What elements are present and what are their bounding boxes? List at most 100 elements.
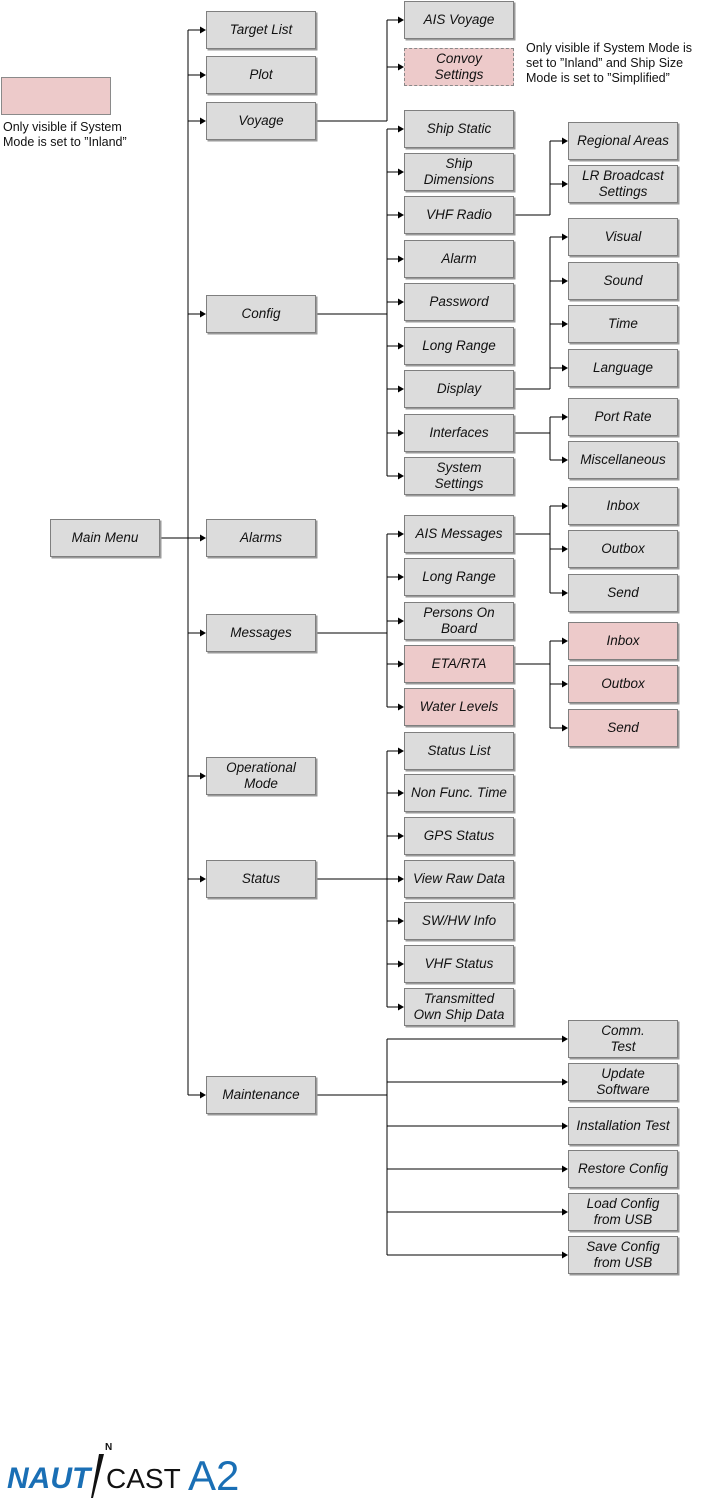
menu-node-sound[interactable]: Sound bbox=[568, 262, 678, 300]
menu-node-gps-status[interactable]: GPS Status bbox=[404, 817, 514, 855]
logo-compass-letter: N bbox=[105, 1442, 112, 1453]
menu-node-restore-config[interactable]: Restore Config bbox=[568, 1150, 678, 1188]
menu-node-persons-on-board[interactable]: Persons On Board bbox=[404, 602, 514, 640]
display-branch-arrow bbox=[562, 364, 568, 372]
menu-node-display[interactable]: Display bbox=[404, 370, 514, 408]
convoy-visibility-note: Only visible if System Mode is set to ”I… bbox=[526, 41, 693, 85]
menu-node-ais-outbox[interactable]: Outbox bbox=[568, 530, 678, 568]
menu-node-messages-long-range[interactable]: Long Range bbox=[404, 558, 514, 596]
menu-node-main-menu[interactable]: Main Menu bbox=[50, 519, 160, 557]
vhf-branch-arrow bbox=[562, 180, 568, 188]
display-branch-arrow bbox=[562, 233, 568, 241]
maintenance-branch-arrow bbox=[562, 1122, 568, 1130]
logo-compass-needle bbox=[91, 1454, 104, 1498]
config-branch-arrow bbox=[398, 168, 404, 176]
config-branch-arrow bbox=[398, 429, 404, 437]
menu-node-alarm[interactable]: Alarm bbox=[404, 240, 514, 278]
menu-node-transmitted-own-ship-data[interactable]: Transmitted Own Ship Data bbox=[404, 988, 514, 1026]
logo-naut-text: NAUT bbox=[7, 1462, 93, 1495]
menu-node-operational-mode[interactable]: Operational Mode bbox=[206, 757, 316, 795]
menu-node-eta-outbox[interactable]: Outbox bbox=[568, 665, 678, 703]
maintenance-branch-arrow bbox=[562, 1208, 568, 1216]
eta-branch-arrow bbox=[562, 680, 568, 688]
menu-node-password[interactable]: Password bbox=[404, 283, 514, 321]
messages-branch-arrow bbox=[398, 530, 404, 538]
menu-node-ais-messages[interactable]: AIS Messages bbox=[404, 515, 514, 553]
ais-messages-branch-arrow bbox=[562, 545, 568, 553]
maintenance-branch-arrow bbox=[562, 1165, 568, 1173]
eta-branch-arrow bbox=[562, 637, 568, 645]
menu-node-installation-test[interactable]: Installation Test bbox=[568, 1107, 678, 1145]
config-branch-arrow bbox=[398, 125, 404, 133]
main-branch-arrow bbox=[200, 310, 206, 318]
menu-node-comm-test[interactable]: Comm. Test bbox=[568, 1020, 678, 1058]
menu-node-ship-dimensions[interactable]: Ship Dimensions bbox=[404, 153, 514, 191]
menu-node-update-software[interactable]: Update Software bbox=[568, 1063, 678, 1101]
status-branch-arrow bbox=[398, 917, 404, 925]
menu-node-status[interactable]: Status bbox=[206, 860, 316, 898]
menu-node-vhf-radio[interactable]: VHF Radio bbox=[404, 196, 514, 234]
menu-node-target-list[interactable]: Target List bbox=[206, 11, 316, 49]
voyage-branch-arrow bbox=[398, 63, 404, 71]
voyage-branch-arrow bbox=[398, 16, 404, 24]
config-branch-arrow bbox=[398, 255, 404, 263]
menu-node-language[interactable]: Language bbox=[568, 349, 678, 387]
menu-node-eta-send[interactable]: Send bbox=[568, 709, 678, 747]
menu-node-config-long-range[interactable]: Long Range bbox=[404, 327, 514, 365]
menu-node-config[interactable]: Config bbox=[206, 295, 316, 333]
main-branch-arrow bbox=[200, 875, 206, 883]
interfaces-branch-arrow bbox=[562, 456, 568, 464]
menu-node-load-config-usb[interactable]: Load Config from USB bbox=[568, 1193, 678, 1231]
ais-messages-branch-arrow bbox=[562, 589, 568, 597]
main-branch-arrow bbox=[200, 26, 206, 34]
menu-node-ais-inbox[interactable]: Inbox bbox=[568, 487, 678, 525]
menu-node-maintenance[interactable]: Maintenance bbox=[206, 1076, 316, 1114]
status-branch-arrow bbox=[398, 960, 404, 968]
display-branch-arrow bbox=[562, 277, 568, 285]
config-branch-arrow bbox=[398, 385, 404, 393]
menu-node-status-list[interactable]: Status List bbox=[404, 732, 514, 770]
menu-node-convoy-settings[interactable]: Convoy Settings bbox=[404, 48, 514, 86]
status-branch-arrow bbox=[398, 875, 404, 883]
menu-node-voyage[interactable]: Voyage bbox=[206, 102, 316, 140]
menu-node-save-config-usb[interactable]: Save Config from USB bbox=[568, 1236, 678, 1274]
main-branch-arrow bbox=[200, 71, 206, 79]
vhf-branch-arrow bbox=[562, 137, 568, 145]
menu-node-visual[interactable]: Visual bbox=[568, 218, 678, 256]
config-branch-arrow bbox=[398, 472, 404, 480]
status-branch-arrow bbox=[398, 789, 404, 797]
menu-node-messages[interactable]: Messages bbox=[206, 614, 316, 652]
menu-node-alarms[interactable]: Alarms bbox=[206, 519, 316, 557]
main-branch-arrow bbox=[200, 772, 206, 780]
main-branch-arrow bbox=[200, 629, 206, 637]
messages-branch-arrow bbox=[398, 573, 404, 581]
legend-inland-swatch bbox=[1, 77, 111, 115]
menu-node-eta-inbox[interactable]: Inbox bbox=[568, 622, 678, 660]
menu-node-non-func-time[interactable]: Non Func. Time bbox=[404, 774, 514, 812]
menu-node-view-raw-data[interactable]: View Raw Data bbox=[404, 860, 514, 898]
menu-node-eta-rta[interactable]: ETA/RTA bbox=[404, 645, 514, 683]
menu-node-ais-voyage[interactable]: AIS Voyage bbox=[404, 1, 514, 39]
menu-node-interfaces[interactable]: Interfaces bbox=[404, 414, 514, 452]
status-branch-arrow bbox=[398, 832, 404, 840]
menu-node-water-levels[interactable]: Water Levels bbox=[404, 688, 514, 726]
logo-model-text: A2 bbox=[188, 1452, 239, 1499]
menu-node-vhf-status[interactable]: VHF Status bbox=[404, 945, 514, 983]
menu-node-regional-areas[interactable]: Regional Areas bbox=[568, 122, 678, 160]
messages-branch-arrow bbox=[398, 703, 404, 711]
menu-node-sw-hw-info[interactable]: SW/HW Info bbox=[404, 902, 514, 940]
menu-node-time[interactable]: Time bbox=[568, 305, 678, 343]
menu-node-ship-static[interactable]: Ship Static bbox=[404, 110, 514, 148]
menu-node-ais-send[interactable]: Send bbox=[568, 574, 678, 612]
main-branch-arrow bbox=[200, 534, 206, 542]
main-branch-arrow bbox=[200, 1091, 206, 1099]
config-branch-arrow bbox=[398, 298, 404, 306]
menu-node-lr-broadcast-settings[interactable]: LR Broadcast Settings bbox=[568, 165, 678, 203]
display-branch-arrow bbox=[562, 320, 568, 328]
menu-node-plot[interactable]: Plot bbox=[206, 56, 316, 94]
menu-node-system-settings[interactable]: System Settings bbox=[404, 457, 514, 495]
maintenance-branch-arrow bbox=[562, 1251, 568, 1259]
menu-node-miscellaneous[interactable]: Miscellaneous bbox=[568, 441, 678, 479]
menu-node-port-rate[interactable]: Port Rate bbox=[568, 398, 678, 436]
